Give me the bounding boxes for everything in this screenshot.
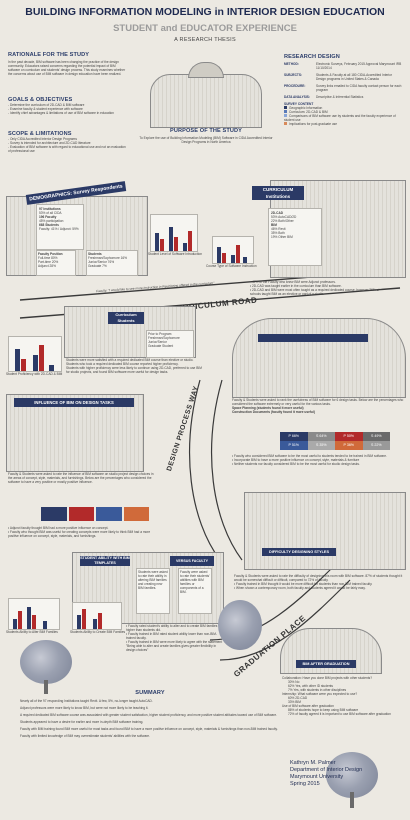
rationale-section: RATIONALE FOR THE STUDY In the past deca… xyxy=(8,52,128,76)
summary-item: Nearly all of the 97 responding Institut… xyxy=(20,699,153,703)
tree-illustration xyxy=(326,752,378,798)
graduation-banner: BIM AFTER GRADUATION xyxy=(296,660,356,668)
students-box: Students Freshman/Sophomore 16% Junior/S… xyxy=(86,250,138,276)
influence-banner: INFLUENCE OF BIM ON DESIGN TASKS xyxy=(14,398,134,407)
scope-item: - Only CIDA Accredited Interior Design P… xyxy=(8,137,77,141)
research-row: DATA ANALYSIS:Descriptive & Inferential … xyxy=(284,95,364,99)
design-right-notes: Faculty & Students were asked to rank th… xyxy=(232,398,404,414)
chart2-title: Course Type of Software Instruction xyxy=(206,264,257,268)
design-left-notes: Faculty & Students were asked to rate th… xyxy=(8,472,154,484)
survey-item: Implications for post-graduate use xyxy=(284,122,402,126)
research-row: METHOD:Electronic Surveys, February 2015… xyxy=(284,62,402,70)
scope-item: - Evaluation of BIM software is with reg… xyxy=(8,145,126,153)
author-dept: Department of Interior Design xyxy=(290,767,363,773)
author-block: Kathryn M. Palmer Department of Interior… xyxy=(290,760,400,788)
author-term: Spring 2015 xyxy=(290,781,320,787)
survey-content-heading: SURVEY CONTENT xyxy=(284,102,314,106)
students-items-box: Prior to Program Freshman/Sophomore Juni… xyxy=(146,330,194,358)
summary-item: Faculty with limited knowledge of BIM ma… xyxy=(20,734,150,738)
graduation-notes: Collaboration: Have you done BIM project… xyxy=(282,676,391,716)
chart-software-introduction xyxy=(150,214,198,252)
goals-item: - Identify chief advantages & limitation… xyxy=(8,111,114,115)
summary-heading: SUMMARY xyxy=(135,690,165,696)
summary-item: Adjunct professors were more likely to k… xyxy=(20,706,149,710)
author-name: Kathryn M. Palmer xyxy=(290,760,336,766)
purpose-section: PURPOSE OF THE STUDY To Explore the use … xyxy=(136,128,276,144)
survey-item: Geographic Information xyxy=(284,106,402,110)
faculty-position-box: Faculty Position Full-time 80% Part-time… xyxy=(36,250,76,276)
chart-course-type xyxy=(212,236,254,264)
design-tasks-building xyxy=(232,318,406,398)
design-right-conclusions: • Faculty who considered BIM software to… xyxy=(232,454,387,466)
survey-item: Comparisons of BIM software use by stude… xyxy=(284,114,396,122)
poster-title: BUILDING INFORMATION MODELING in INTERIO… xyxy=(25,6,385,18)
chart1-title: Student Level of Software Introduction xyxy=(148,252,203,256)
research-row: PROCEDURE:Survey links emailed to CIDA f… xyxy=(284,84,402,92)
chart-student-proficiency xyxy=(8,336,62,372)
goals-heading: GOALS & OBJECTIVES xyxy=(8,97,73,103)
research-design-section: RESEARCH DESIGN METHOD:Electronic Survey… xyxy=(284,54,402,126)
poster-thesis: A RESEARCH THESIS xyxy=(174,37,236,43)
chart-alter-title: Students Ability to Alter BIM Families xyxy=(6,630,58,634)
usefulness-banner xyxy=(258,334,368,342)
goals-item: - Examine faculty & student experience w… xyxy=(8,107,83,111)
tree-trunk xyxy=(44,680,48,694)
scope-item: - Survey is intended for architecture an… xyxy=(8,141,91,145)
design-left-conclusions: • Adjunct faculty thought BIM had a more… xyxy=(8,526,151,538)
students-banner: Curriculum Students xyxy=(108,312,144,324)
curriculum-box: 2D-CAD 53% AutoCAD/2D 22% Both/Other BIM… xyxy=(268,208,322,266)
survey-item: Curriculum: 2D-CAD & BIM xyxy=(284,110,402,114)
tree-illustration xyxy=(218,600,262,650)
curriculum-notes: • 47% of the Faculty who knew BIM were A… xyxy=(250,280,380,296)
influence-bars xyxy=(40,506,150,522)
purpose-heading: PURPOSE OF THE STUDY xyxy=(170,128,242,134)
scope-section: SCOPE & LIMITATIONS - Only CIDA Accredit… xyxy=(8,131,128,153)
chart-alter-families xyxy=(8,598,60,630)
summary-item: Students appeared to have a desire for e… xyxy=(20,720,144,724)
curriculum-banner: CURRICULUM Institutions xyxy=(252,186,304,200)
difficulty-banner: DIFFICULTY DESIGNING STYLES xyxy=(262,548,336,556)
summary-item: A required dedicated BIM software course… xyxy=(20,713,278,717)
influence-building xyxy=(6,394,144,472)
goals-section: GOALS & OBJECTIVES - Determine the curri… xyxy=(8,97,128,115)
research-heading: RESEARCH DESIGN xyxy=(284,54,340,60)
goals-item: - Determine the curriculum of 2D-CAD & B… xyxy=(8,103,85,107)
ability-notes: • Faculty rated student's ability to alt… xyxy=(126,624,223,652)
students-notes: Students were more satisfied with a requ… xyxy=(66,358,202,374)
rationale-heading: RATIONALE FOR THE STUDY xyxy=(8,52,90,58)
chart-create-families xyxy=(72,602,122,630)
ability-students-box: Students were asked to rate their abilit… xyxy=(136,568,170,614)
summary-section: SUMMARY Nearly all of the 97 responding … xyxy=(20,690,280,741)
demographics-stats: 97 Institutions 53% of all CIDA 196 Facu… xyxy=(36,204,84,250)
chart-proficiency-title: Student Proficiency with 2D-CAD & BIM xyxy=(6,372,63,376)
summary-item: Faculty with BIM training found BIM more… xyxy=(20,727,278,731)
poster-subtitle: STUDENT and EDUCATOR EXPERIENCE xyxy=(113,23,297,34)
tree-illustration xyxy=(20,640,72,684)
ability-faculty-box: Faculty were asked to rate their student… xyxy=(178,568,212,614)
ability-faculty-banner: VERSUS FACULTY xyxy=(170,556,214,566)
difficulty-building xyxy=(244,492,406,570)
purpose-text: To Explore the use of Building Informati… xyxy=(139,136,273,144)
ability-banner: STUDENT ABILITY WITH BIM TEMPLATES xyxy=(80,556,130,566)
rationale-text: In the past decade, BIM software has bee… xyxy=(8,60,126,76)
tree-trunk xyxy=(350,792,354,808)
usefulness-percent-grid: P 66% S 64% P 50% S 49% P 51% S 35% P 36… xyxy=(280,432,390,450)
difficulty-notes: Faculty & Students were asked to rate th… xyxy=(234,574,403,590)
author-university: Marymount University xyxy=(290,774,344,780)
scope-heading: SCOPE & LIMITATIONS xyxy=(8,131,72,137)
research-row: SUBJECTS:Students & Faculty at all 180 C… xyxy=(284,73,393,81)
chart-create-title: Students Ability to Create BIM Families xyxy=(70,630,126,634)
